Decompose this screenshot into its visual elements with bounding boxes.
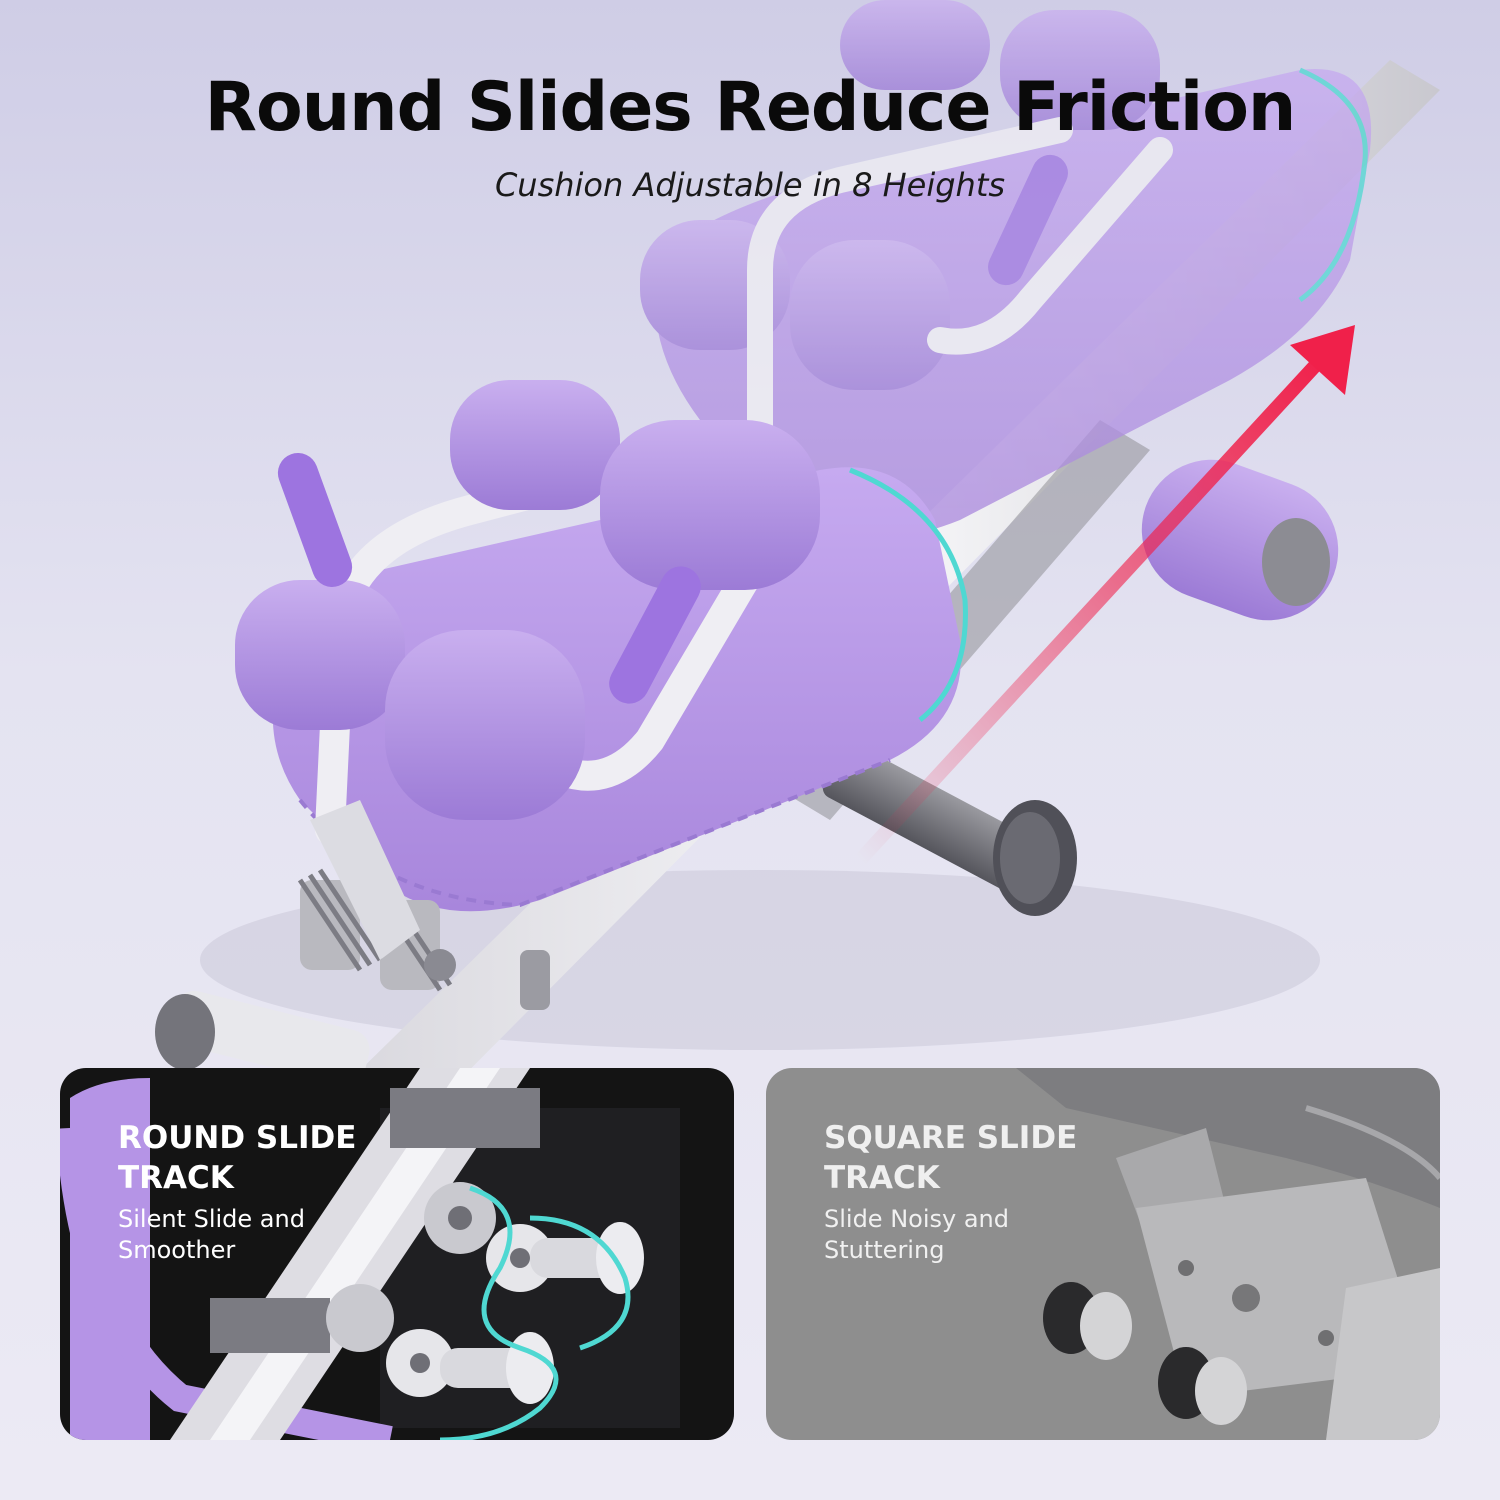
rear-tube — [822, 743, 1077, 916]
subheadline: Cushion Adjustable in 8 Heights — [494, 166, 1006, 204]
arrow-up-right-icon — [853, 325, 1355, 867]
round-track-illustration — [60, 1068, 680, 1440]
upper-seat-ghost — [640, 0, 1372, 540]
lower-seat — [235, 380, 968, 912]
round-track-title: ROUND SLIDE TRACK — [118, 1120, 357, 1196]
round-track-description: Silent Slide and Smoother — [118, 1205, 305, 1264]
square-track-description: Slide Noisy and Stuttering — [824, 1205, 1009, 1264]
square-track-illustration — [1016, 1068, 1440, 1440]
headline: Round Slides Reduce Friction — [204, 68, 1297, 147]
square-track-title: SQUARE SLIDE TRACK — [824, 1120, 1078, 1196]
square-track-panel: SQUARE SLIDE TRACK Slide Noisy and Stutt… — [766, 1068, 1440, 1440]
front-foot-bar — [155, 990, 370, 1086]
hinge-springs — [297, 800, 550, 1010]
round-track-panel: ROUND SLIDE TRACK Silent Slide and Smoot… — [60, 1068, 734, 1440]
